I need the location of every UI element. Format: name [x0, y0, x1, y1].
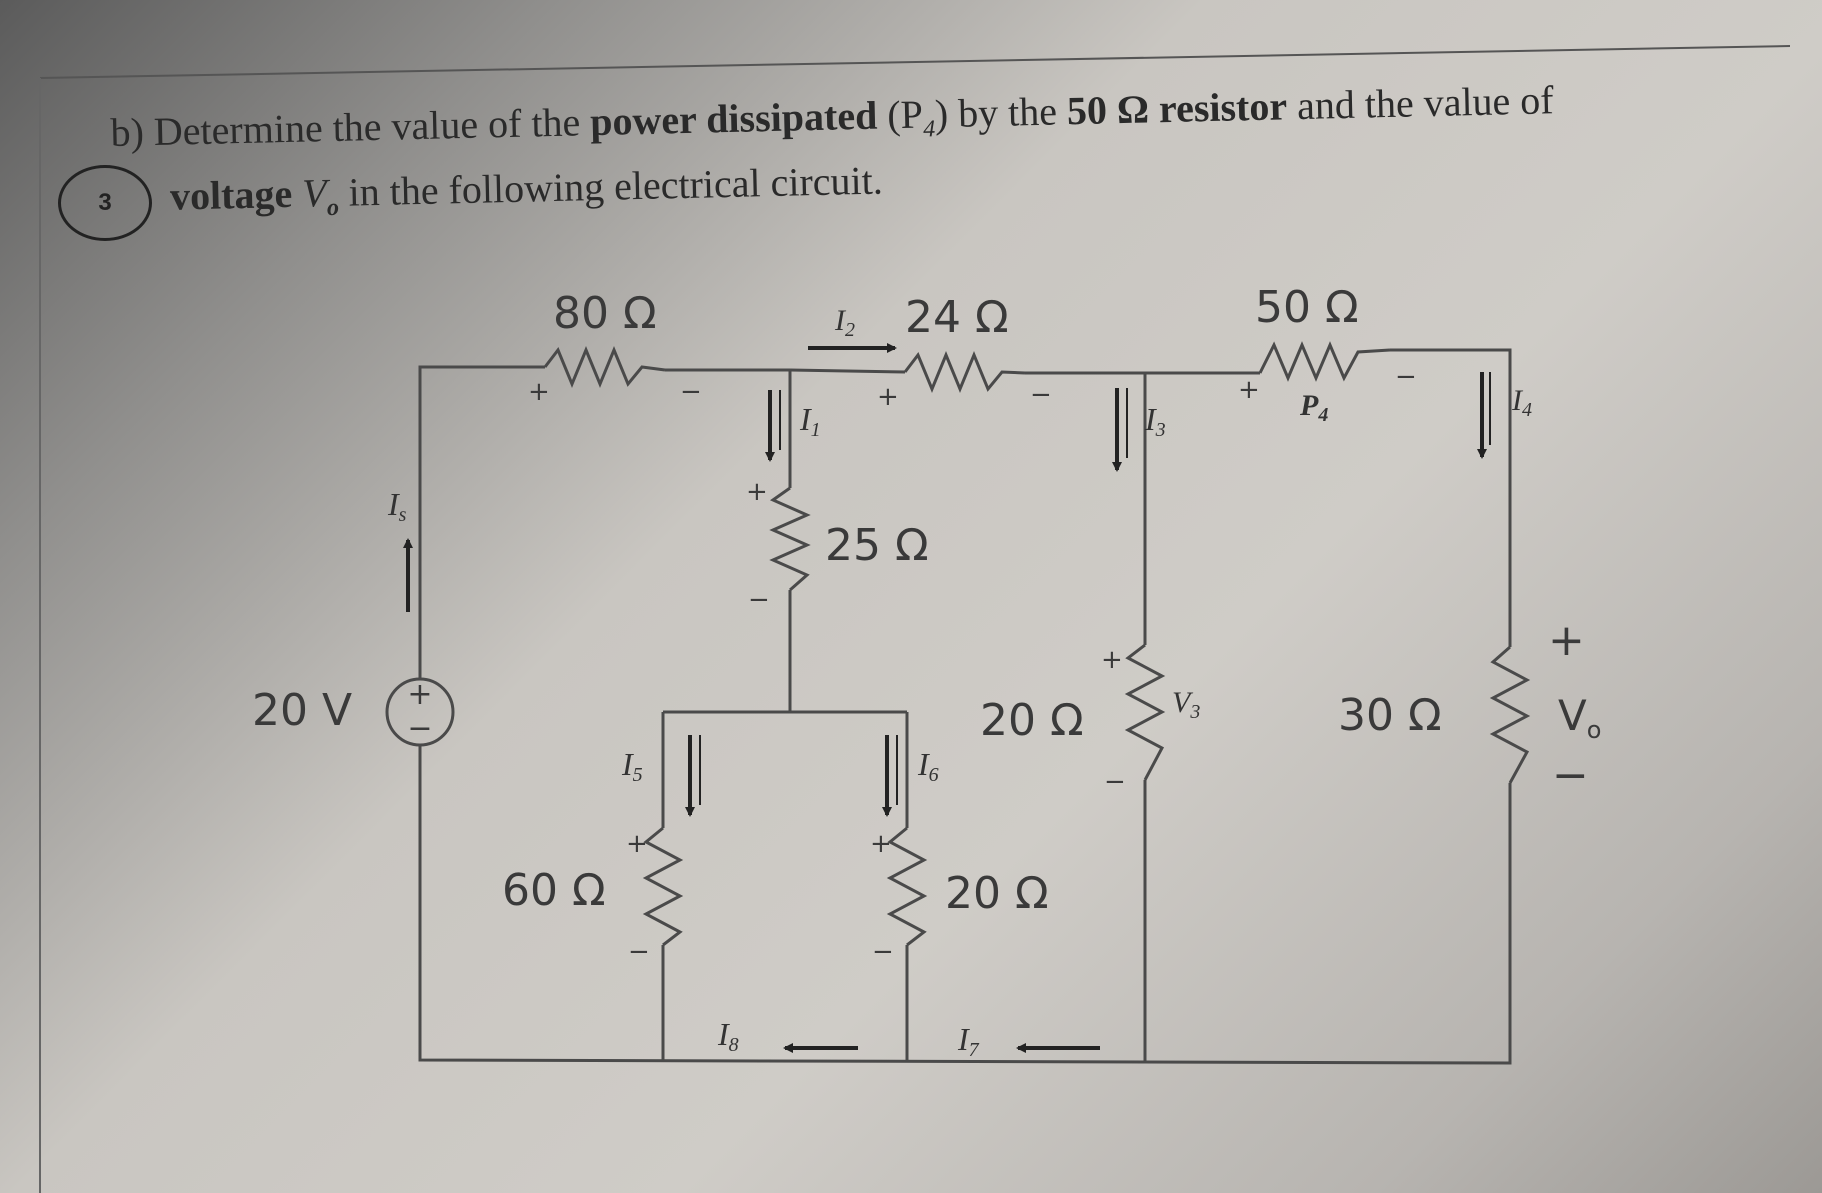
resistor-zigzags: [543, 341, 1531, 947]
label-60-ohm: 60 Ω: [502, 865, 606, 916]
svg-text:+: +: [1238, 375, 1260, 405]
svg-text:−: −: [628, 937, 650, 967]
resistor-25: [769, 486, 811, 592]
label-vo-plus: +: [1548, 615, 1585, 666]
svg-text:+: +: [877, 382, 899, 412]
svg-text:−: −: [1104, 767, 1126, 797]
resistor-20-right: [1124, 643, 1166, 781]
label-30-ohm: 30 Ω: [1338, 690, 1442, 741]
label-i2: I2: [834, 304, 855, 341]
label-i6: I6: [917, 746, 939, 786]
polarity-signs: + − + − + − + − + − + − + −: [528, 362, 1417, 967]
label-25-ohm: 25 Ω: [825, 520, 929, 571]
label-80-ohm: 80 Ω: [553, 288, 657, 339]
svg-text:+: +: [1101, 645, 1123, 675]
label-i5: I5: [621, 746, 643, 786]
resistor-50: [1258, 341, 1391, 382]
label-v3: V3: [1172, 686, 1200, 723]
resistor-20-bottom: [886, 826, 928, 947]
label-20-ohm-bottom: 20 Ω: [945, 868, 1049, 919]
voltage-source: + − 20 V: [252, 677, 455, 747]
label-20-ohm-right: 20 Ω: [980, 695, 1084, 746]
label-vo-minus: −: [1552, 750, 1589, 801]
svg-text:−: −: [872, 937, 894, 967]
label-i8: I8: [717, 1016, 739, 1056]
resistor-80: [543, 346, 666, 388]
circuit-wires: [418, 348, 1512, 1065]
label-p4: P4: [1299, 389, 1328, 426]
source-voltage-label: 20 V: [252, 685, 352, 736]
sheet-border: [39, 45, 1791, 79]
current-arrows: [403, 343, 1487, 1053]
svg-text:−: −: [680, 377, 702, 407]
svg-text:+: +: [407, 677, 432, 712]
resistor-24: [903, 351, 1026, 393]
svg-text:−: −: [407, 711, 432, 746]
label-is: Is: [387, 486, 407, 526]
question-number-badge: 3: [58, 165, 152, 241]
resistor-60: [642, 826, 684, 947]
resistor-30: [1489, 645, 1531, 784]
label-i7: I7: [957, 1021, 980, 1061]
svg-text:+: +: [746, 477, 768, 507]
svg-text:+: +: [870, 829, 892, 859]
svg-text:−: −: [748, 585, 770, 615]
label-vo: Vo: [1558, 691, 1601, 744]
svg-text:+: +: [528, 377, 550, 407]
svg-text:−: −: [1395, 362, 1417, 392]
label-i1: I1: [799, 401, 821, 441]
label-i4: I4: [1511, 384, 1532, 421]
label-24-ohm: 24 Ω: [905, 292, 1009, 343]
label-50-ohm: 50 Ω: [1255, 282, 1359, 333]
svg-text:−: −: [1030, 380, 1052, 410]
label-i3: I3: [1144, 401, 1166, 441]
svg-text:+: +: [626, 829, 648, 859]
